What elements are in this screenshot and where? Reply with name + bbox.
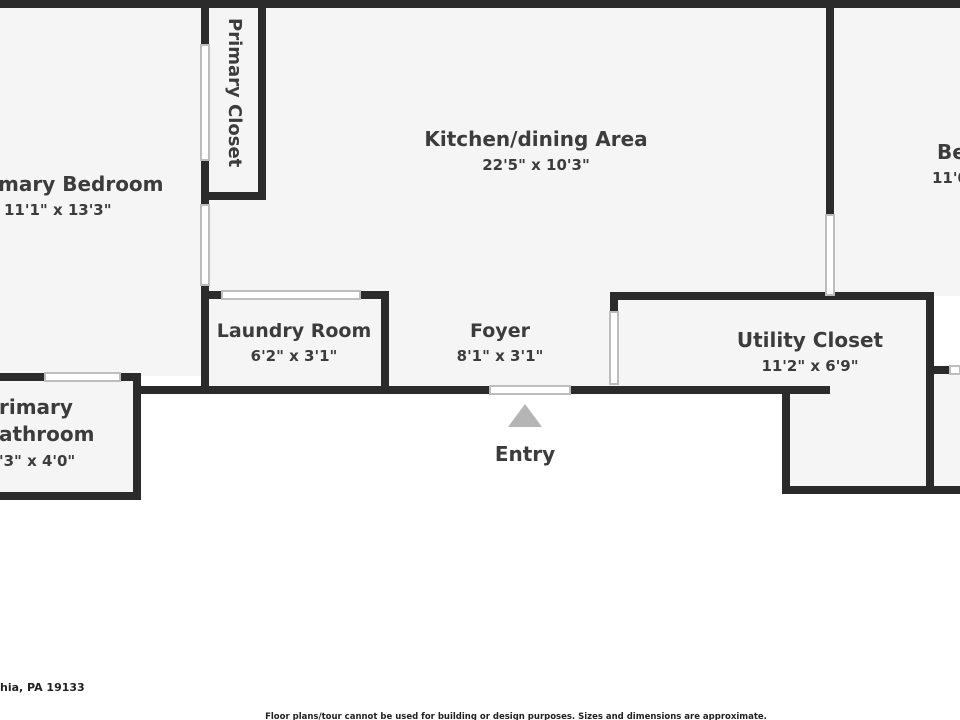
kitchen-dims: 22'5" x 10'3" xyxy=(482,156,590,174)
primary-bathroom-name-1: rimary xyxy=(0,395,73,419)
kitchen-name: Kitchen/dining Area xyxy=(424,127,647,151)
entry-arrow-icon xyxy=(508,404,542,427)
door-opening xyxy=(221,290,361,300)
primary-bathroom-fill xyxy=(0,376,137,496)
utility-fill xyxy=(614,296,930,390)
primary-bathroom-name-2: athroom xyxy=(0,422,94,446)
address-text: hia, PA 19133 xyxy=(0,681,85,694)
utility-name: Utility Closet xyxy=(737,328,884,352)
right-bedroom-name: Be xyxy=(937,140,960,164)
door-opening xyxy=(200,44,210,161)
primary-bedroom-dims: 11'1" x 13'3" xyxy=(4,201,112,219)
utility-dims: 11'2" x 6'9" xyxy=(761,357,858,375)
door-opening xyxy=(949,365,960,375)
disclaimer-text: Floor plans/tour cannot be used for buil… xyxy=(265,712,767,720)
walls xyxy=(0,0,960,500)
door-opening xyxy=(489,385,571,395)
utility-lower-fill xyxy=(786,390,930,490)
primary-bedroom-fill xyxy=(0,8,205,376)
right-bedroom-dims: 11'0 xyxy=(932,169,960,187)
foyer-dims: 8'1" x 3'1" xyxy=(457,347,544,365)
door-opening xyxy=(44,372,121,382)
door-opening xyxy=(200,204,210,286)
right-bedroom-fill xyxy=(830,8,960,296)
doorways xyxy=(44,44,960,395)
right-strip-fill xyxy=(930,370,960,490)
primary-bathroom-dims: '3" x 4'0" xyxy=(0,452,75,470)
door-opening xyxy=(825,214,835,296)
primary-bedroom-name: mary Bedroom xyxy=(0,172,164,196)
laundry-name: Laundry Room xyxy=(217,320,372,342)
room-fills xyxy=(0,8,960,496)
primary-closet-name: Primary Closet xyxy=(224,18,245,168)
door-opening xyxy=(609,311,619,385)
foyer-name: Foyer xyxy=(470,320,531,342)
laundry-dims: 6'2" x 3'1" xyxy=(251,347,338,365)
entry-label: Entry xyxy=(495,442,555,466)
